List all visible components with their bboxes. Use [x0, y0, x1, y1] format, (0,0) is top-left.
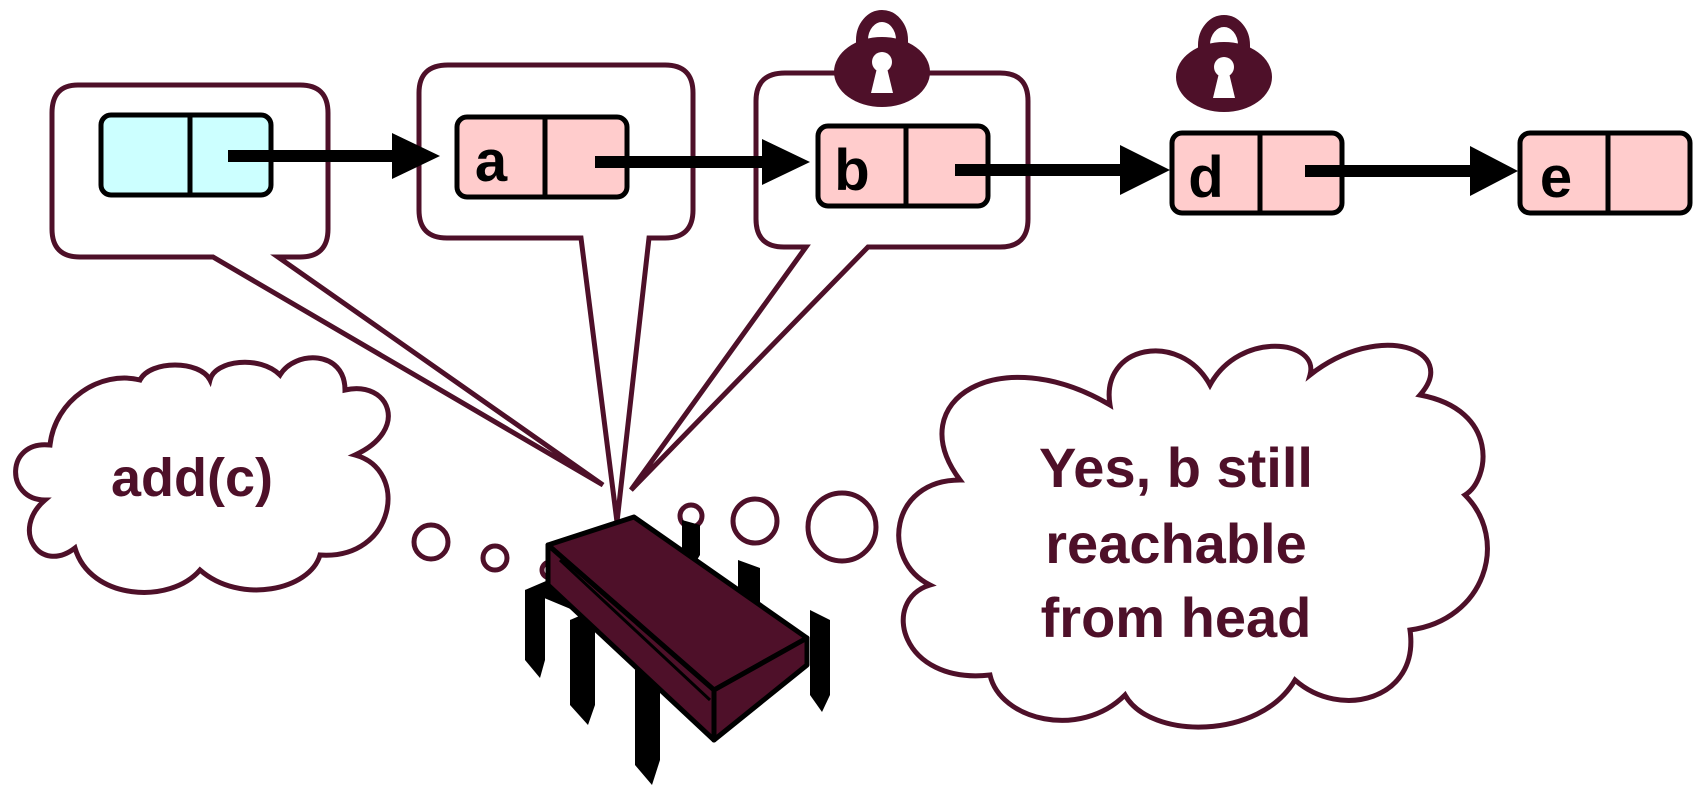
reply-line-1: Yes, b still: [1039, 436, 1313, 499]
lock-icon: [1176, 15, 1272, 112]
node-label-a: a: [475, 129, 508, 194]
node-label-b: b: [834, 138, 869, 203]
node-label-e: e: [1540, 145, 1572, 210]
pointer-arrow-a-to-b: [595, 139, 810, 185]
processor-chip-icon: [525, 514, 830, 785]
add-call-text: add(c): [111, 448, 273, 508]
pointer-arrow-head-to-a: [228, 133, 440, 179]
thought-cloud-left: add(c): [13, 355, 391, 595]
thought-cloud-right: Yes, b still reachable from head: [896, 342, 1490, 730]
thought-bubble-icon: [411, 490, 879, 581]
pointer-arrow-d-to-e: [1305, 146, 1518, 196]
reply-line-2: reachable: [1045, 512, 1307, 575]
pointer-arrow-b-to-d: [955, 145, 1170, 195]
list-node-b: b: [815, 123, 991, 209]
lock-icon: [834, 10, 930, 107]
list-node-head: [98, 112, 274, 198]
list-node-e: e: [1517, 130, 1693, 216]
reply-line-3: from head: [1041, 586, 1312, 649]
node-label-d: d: [1188, 145, 1223, 210]
